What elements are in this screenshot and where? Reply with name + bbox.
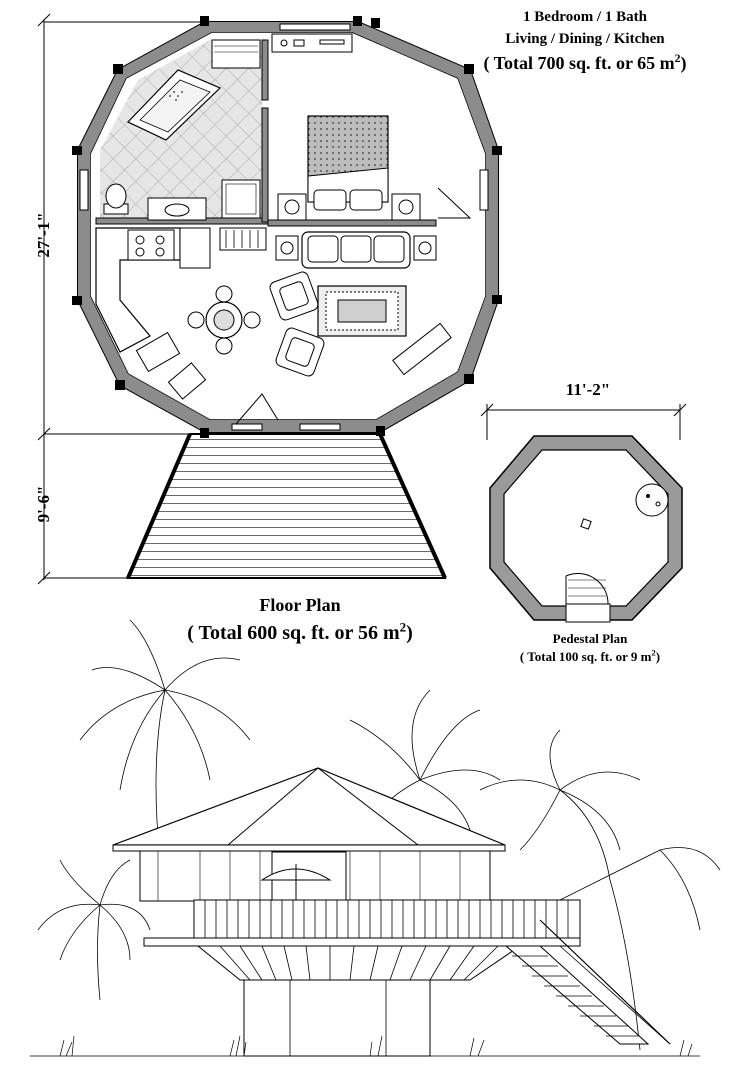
pedestal-plan <box>489 435 683 623</box>
floor-plan-title: Floor Plan <box>259 595 341 615</box>
ped-total-sup: 2 <box>651 647 656 658</box>
dimension-lines <box>37 13 687 585</box>
living-area <box>187 231 452 425</box>
pedestal-plan-title: Pedestal Plan <box>552 631 628 646</box>
header-rooms: 1 Bedroom / 1 Bath <box>523 9 647 25</box>
header-total-text: ( Total 700 sq. ft. or 65 m <box>483 53 675 73</box>
pedestal-plan-total: ( Total 100 sq. ft. or 9 m2) <box>490 648 690 665</box>
header-areas: Living / Dining / Kitchen <box>505 31 665 47</box>
floor-total-end: ) <box>406 622 413 644</box>
palm-tree-right <box>349 689 721 1051</box>
plan-header: 1 Bedroom / 1 Bath Living / Dining / Kit… <box>440 6 730 76</box>
dimension-deck-label: 9'-6" <box>34 485 53 523</box>
deck <box>126 433 447 579</box>
floor-total-text: ( Total 600 sq. ft. or 56 m <box>187 622 400 644</box>
floor-plan-walls <box>72 16 502 438</box>
header-total: ( Total 700 sq. ft. or 65 m2) <box>440 50 730 76</box>
bathroom <box>95 39 269 225</box>
elevation-drawing <box>30 619 721 1057</box>
bedroom <box>267 33 472 227</box>
floor-plan-total: ( Total 600 sq. ft. or 56 m2) <box>150 620 450 646</box>
floor-total-sup: 2 <box>399 619 407 635</box>
dimension-height-label: 27'-1" <box>34 212 53 258</box>
ped-total-end: ) <box>655 649 661 664</box>
header-total-sup: 2 <box>674 52 681 65</box>
dimension-pedestal-label: 11'-2" <box>565 380 611 399</box>
header-total-end: ) <box>680 53 687 73</box>
kitchen <box>95 179 267 400</box>
ped-total-text: ( Total 100 sq. ft. or 9 m <box>519 649 652 664</box>
